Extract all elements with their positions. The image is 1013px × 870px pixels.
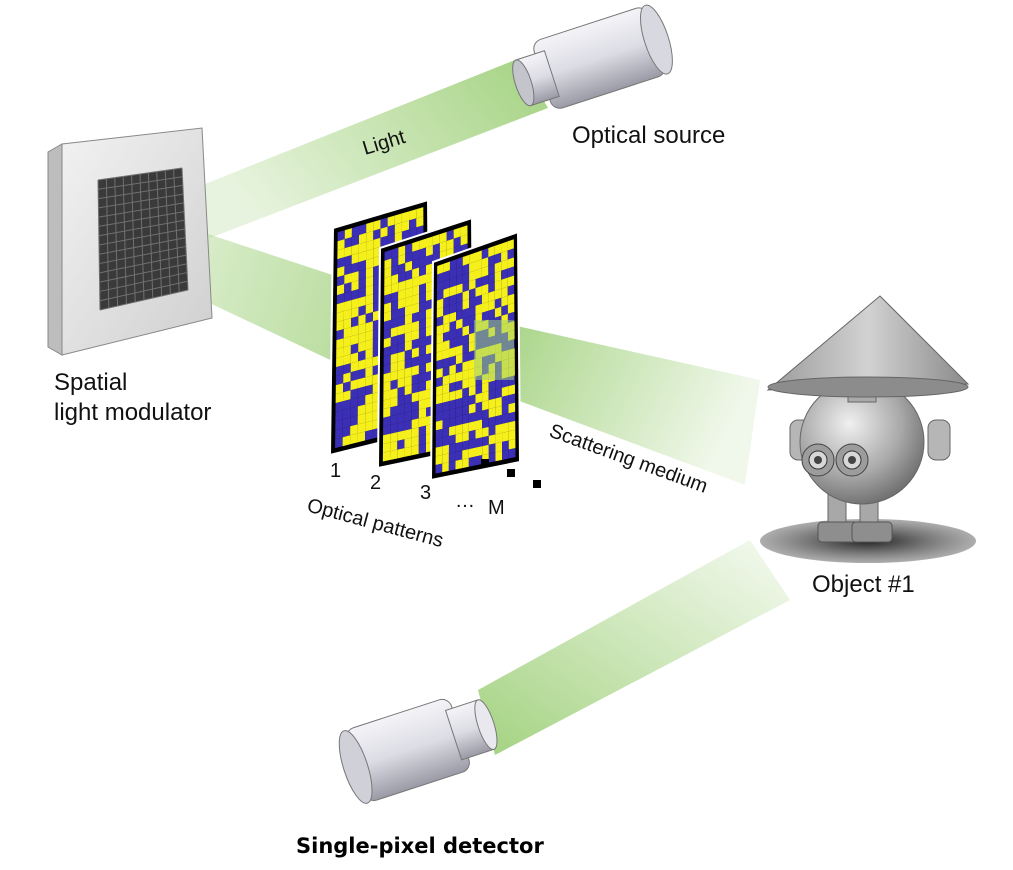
pattern-index-m: M <box>488 497 505 519</box>
object-robot <box>760 295 976 563</box>
pattern-index-3: 3 <box>420 482 431 504</box>
slm-label-line1: Spatial <box>54 369 127 396</box>
pattern-ellipsis: … <box>455 490 475 512</box>
scattering-medium-block <box>474 320 514 380</box>
robot-eye-right <box>835 443 869 477</box>
optical-source-label: Optical source <box>572 122 725 149</box>
light-beam-object-to-detector <box>478 540 790 755</box>
single-pixel-detector <box>338 698 498 804</box>
spatial-light-modulator <box>47 127 213 356</box>
light-beam-to-object <box>490 320 760 485</box>
pattern-index-1: 1 <box>330 460 341 482</box>
optical-source <box>512 4 673 109</box>
single-pixel-detector-label: Single-pixel detector <box>296 834 544 858</box>
light-beam-source-to-slm <box>190 58 548 238</box>
pattern-index-2: 2 <box>370 472 381 494</box>
slm-label-line2: light modulator <box>54 399 211 426</box>
robot-eye-left <box>801 443 835 477</box>
object-label: Object #1 <box>812 571 915 598</box>
pattern-continuation-dots <box>481 459 541 488</box>
optical-patterns <box>328 198 522 482</box>
